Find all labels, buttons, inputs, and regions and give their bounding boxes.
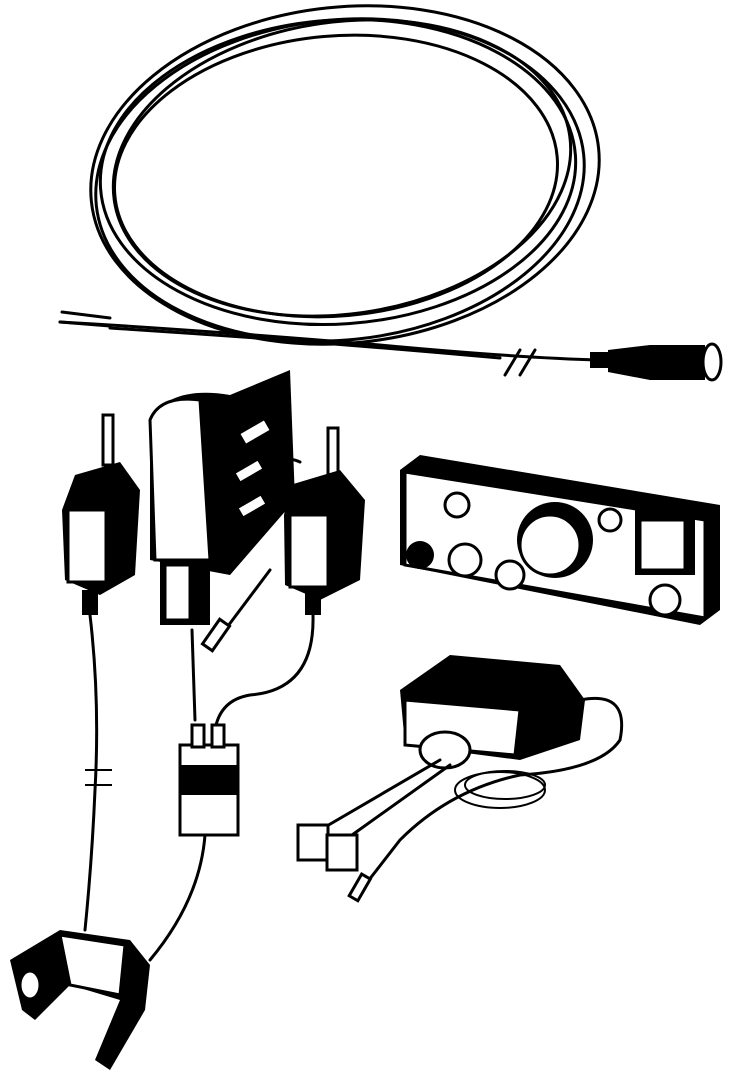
transformer-icon	[296, 655, 624, 903]
adapter-plug-icon	[148, 370, 295, 722]
control-panel-icon	[400, 455, 720, 625]
clamp-connector-icon	[213, 426, 365, 732]
clamp-connector-icon	[62, 413, 140, 932]
y-connector-icon	[148, 723, 240, 962]
cable-coil-icon	[58, 4, 723, 382]
holder-clip-icon	[10, 930, 150, 1070]
